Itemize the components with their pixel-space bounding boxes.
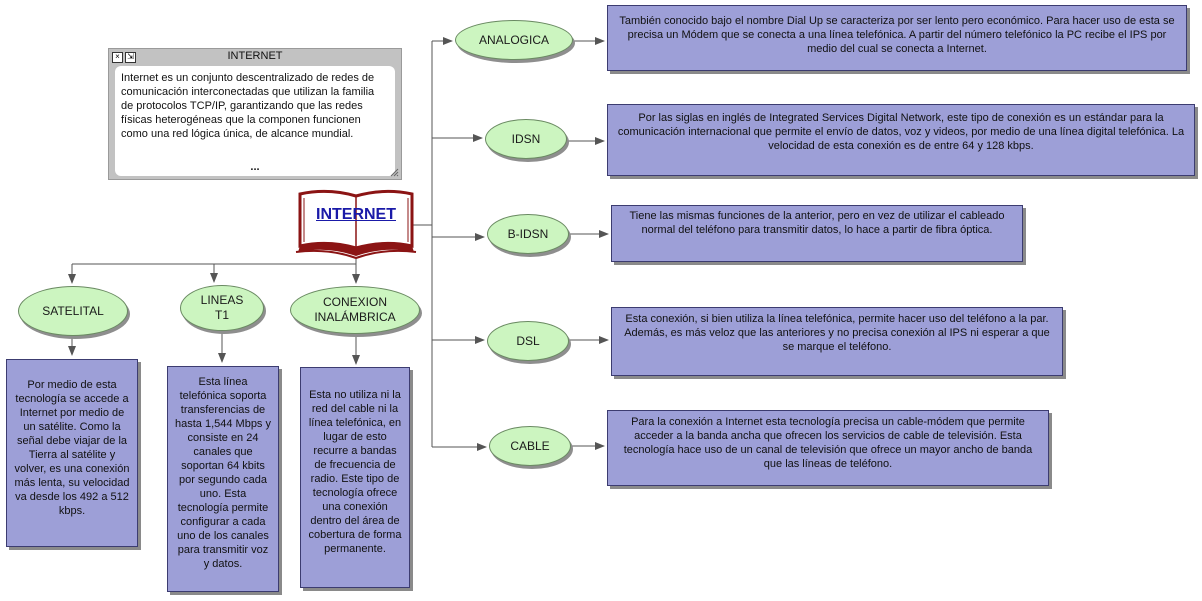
close-icon[interactable]: ×: [112, 52, 123, 63]
desc-satelital: Por medio de esta tecnología se accede a…: [6, 359, 138, 547]
node-lineas-t1[interactable]: LINEAS T1: [180, 285, 264, 331]
node-conexion-inalambrica[interactable]: CONEXION INALÁMBRICA: [290, 286, 420, 334]
node-analogica[interactable]: ANALOGICA: [455, 20, 573, 60]
node-cable[interactable]: CABLE: [489, 426, 571, 466]
desc-b-idsn: Tiene las mismas funciones de la anterio…: [611, 205, 1023, 262]
note-text: Internet es un conjunto descentralizado …: [121, 72, 375, 140]
desc-conexion-inalambrica: Esta no utiliza ni la red del cable ni l…: [300, 367, 410, 588]
desc-cable: Para la conexión a Internet esta tecnolo…: [607, 410, 1049, 486]
desc-analogica: También conocido bajo el nombre Dial Up …: [607, 5, 1187, 71]
node-satelital[interactable]: SATELITAL: [18, 286, 128, 336]
resize-icon[interactable]: ⇲: [125, 52, 136, 63]
node-b-idsn[interactable]: B-IDSN: [487, 214, 569, 254]
resize-grip-icon[interactable]: [390, 168, 399, 177]
note-window-controls: × ⇲: [112, 52, 136, 63]
internet-note-window: × ⇲ INTERNET Internet es un conjunto des…: [108, 48, 402, 180]
desc-lineas-t1: Esta línea telefónica soporta transferen…: [167, 366, 279, 592]
desc-idsn: Por las siglas en inglés de Integrated S…: [607, 104, 1195, 176]
node-idsn[interactable]: IDSN: [485, 119, 567, 159]
book-icon: [295, 189, 417, 260]
desc-dsl: Esta conexión, si bien utiliza la línea …: [611, 307, 1063, 376]
note-title: INTERNET: [227, 50, 283, 62]
node-dsl[interactable]: DSL: [487, 321, 569, 361]
note-body: Internet es un conjunto descentralizado …: [115, 66, 395, 176]
note-more[interactable]: ...: [250, 161, 260, 173]
central-topic-internet[interactable]: INTERNET: [316, 206, 396, 223]
